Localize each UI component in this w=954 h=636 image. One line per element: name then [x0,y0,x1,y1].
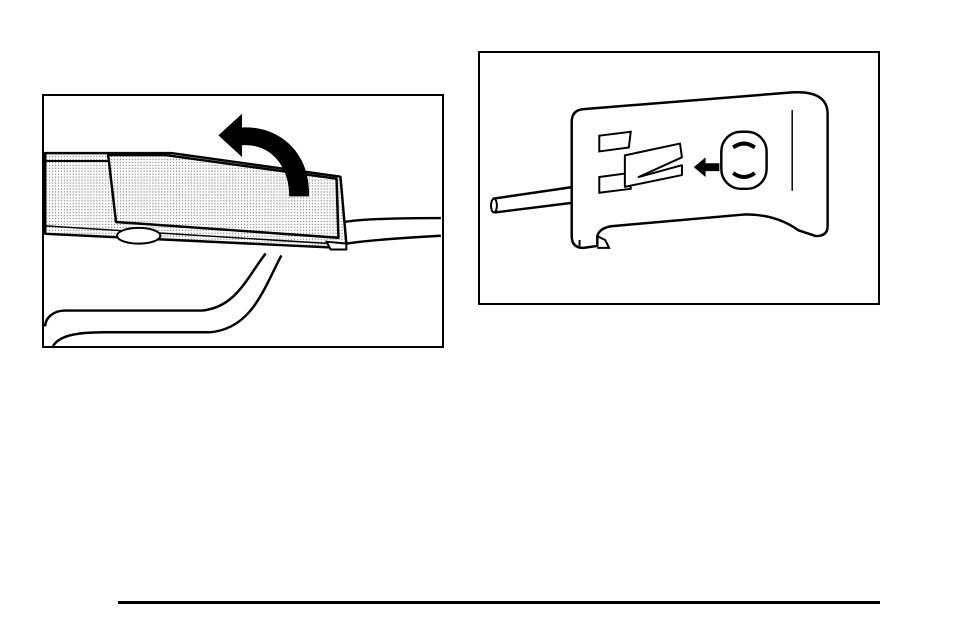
wiper-cable [493,187,574,213]
wiper-blade-lift-icon [44,96,442,346]
wiper-arm-lower-curve [45,253,265,326]
clip-release-button [721,132,766,189]
clip-slot-upper [599,132,630,152]
rivet-oval [117,228,160,244]
footer-rule [118,601,880,604]
wiper-clip-release-icon [480,53,878,303]
wiper-blade-lift-illustration [42,94,444,348]
wiper-rubber-strip [344,218,440,222]
wiper-clip-release-illustration [478,51,880,305]
